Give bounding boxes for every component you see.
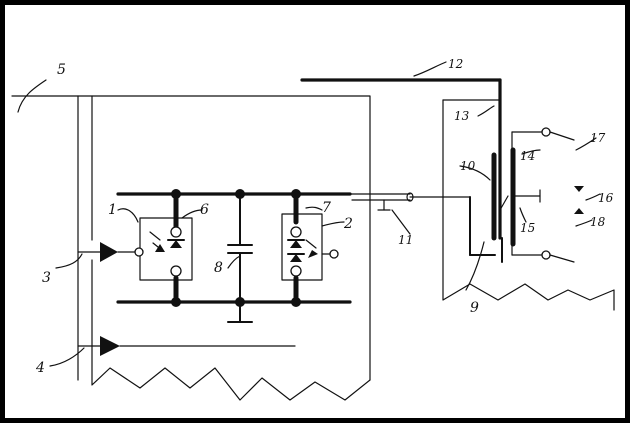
housing-outline	[11, 95, 371, 401]
right-housing	[442, 99, 615, 311]
label-12: 12	[448, 57, 463, 71]
label-13: 13	[454, 109, 470, 123]
label-6: 6	[200, 202, 209, 218]
thyristor-6	[167, 191, 185, 305]
reference-labels: 5 3 4 1 6 8 7 2 11 12 13 10 14 15 16 17 …	[35, 57, 614, 376]
label-14: 14	[520, 149, 535, 163]
input-arrow-4	[77, 336, 296, 356]
capacitor-8	[227, 193, 253, 323]
label-16: 16	[598, 191, 614, 205]
leader-lines	[17, 61, 601, 367]
label-8: 8	[214, 260, 223, 276]
spark-gap-15	[499, 189, 541, 263]
label-9: 9	[470, 300, 479, 316]
label-11: 11	[398, 233, 413, 247]
input-arrow-3	[77, 242, 136, 262]
label-4: 4	[35, 360, 45, 376]
label-10: 10	[460, 159, 476, 173]
label-15: 15	[520, 221, 535, 235]
label-17: 17	[590, 131, 606, 145]
conductor-11	[349, 192, 496, 256]
arrow-16	[574, 186, 584, 214]
label-5: 5	[57, 62, 66, 78]
conductor-12	[300, 78, 502, 240]
label-7: 7	[322, 200, 331, 216]
label-3: 3	[42, 270, 51, 286]
label-2: 2	[343, 216, 353, 232]
label-1: 1	[108, 202, 117, 218]
optocoupler-2	[281, 213, 339, 281]
thyristor-7	[287, 191, 305, 305]
terminal-17-18	[541, 127, 575, 263]
label-18: 18	[590, 215, 606, 229]
optocoupler-1	[134, 217, 193, 281]
